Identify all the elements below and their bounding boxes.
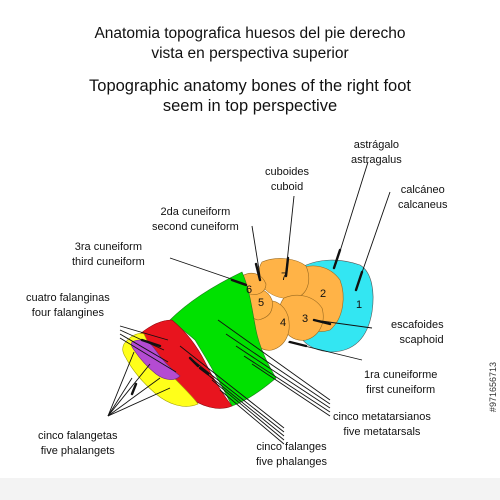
label-falangines: cuatro falanginas four falangines: [26, 291, 110, 321]
label-first-cuneiform-es: 1ra cuneiforme: [364, 369, 438, 381]
label-third-cuneiform-es: 3ra cuneiform: [74, 241, 143, 253]
label-calcaneus-es: calcáneo: [400, 184, 445, 196]
label-third-cuneiform-en: third cuneiform: [72, 256, 145, 268]
label-astragalus: astrágalo astragalus: [351, 138, 402, 168]
label-phalangets-en: five phalangets: [40, 445, 115, 457]
label-falangines-en: four falangines: [31, 307, 104, 319]
label-metatarsals-en: five metatarsals: [343, 426, 421, 438]
bone-number-4: 4: [280, 317, 286, 329]
label-falangines-es: cuatro falanginas: [26, 292, 110, 304]
bone-number-2: 2: [320, 288, 326, 300]
title-spanish-line1: Anatomia topografica huesos del pie dere…: [94, 25, 406, 42]
stock-image-id: #971656713: [488, 362, 498, 413]
title-spanish-line2: vista en perspectiva superior: [151, 45, 349, 62]
bone-number-1: 1: [356, 299, 362, 311]
label-metatarsals-es: cinco metatarsianos: [333, 411, 431, 423]
label-scaphoid-en: scaphoid: [399, 334, 444, 346]
label-phalangets-es: cinco falangetas: [38, 430, 118, 442]
label-phalanges-en: five phalanges: [256, 456, 327, 468]
metatarsals-group: [169, 271, 277, 407]
title-english-line1: Topographic anatomy bones of the right f…: [89, 77, 411, 95]
label-first-cuneiform-en: first cuneiform: [366, 384, 436, 396]
pin-heads: [130, 248, 364, 396]
bone-number-3: 3: [302, 313, 308, 325]
stock-footer-bar: [0, 478, 500, 500]
label-second-cuneiform-es: 2da cuneiform: [160, 206, 231, 218]
label-scaphoid-es: escafoides: [391, 319, 444, 331]
label-cuboid: cuboides cuboid: [265, 165, 309, 195]
label-astragalus-es: astrágalo: [353, 139, 400, 151]
label-calcaneus-en: calcaneus: [398, 199, 448, 211]
bone-number-6: 6: [246, 284, 252, 296]
label-metatarsals: cinco metatarsianos five metatarsals: [333, 410, 431, 440]
label-calcaneus: calcáneo calcaneus: [398, 183, 448, 213]
label-phalangets: cinco falangetas five phalangets: [38, 429, 118, 459]
label-astragalus-en: astragalus: [351, 154, 402, 166]
bone-number-7: 7: [281, 271, 287, 283]
title-english-line2: seem in top perspective: [162, 97, 338, 115]
label-third-cuneiform: 3ra cuneiform third cuneiform: [72, 240, 145, 270]
label-first-cuneiform: 1ra cuneiforme first cuneiform: [364, 368, 437, 398]
label-phalanges-es: cinco falanges: [256, 441, 327, 453]
label-second-cuneiform: 2da cuneiform second cuneiform: [152, 205, 239, 235]
label-cuboid-en: cuboid: [270, 181, 304, 193]
label-phalanges: cinco falanges five phalanges: [256, 440, 327, 470]
label-second-cuneiform-en: second cuneiform: [152, 221, 239, 233]
label-scaphoid: escafoides scaphoid: [391, 318, 444, 348]
bone-number-5: 5: [258, 297, 264, 309]
label-cuboid-es: cuboides: [265, 166, 310, 178]
